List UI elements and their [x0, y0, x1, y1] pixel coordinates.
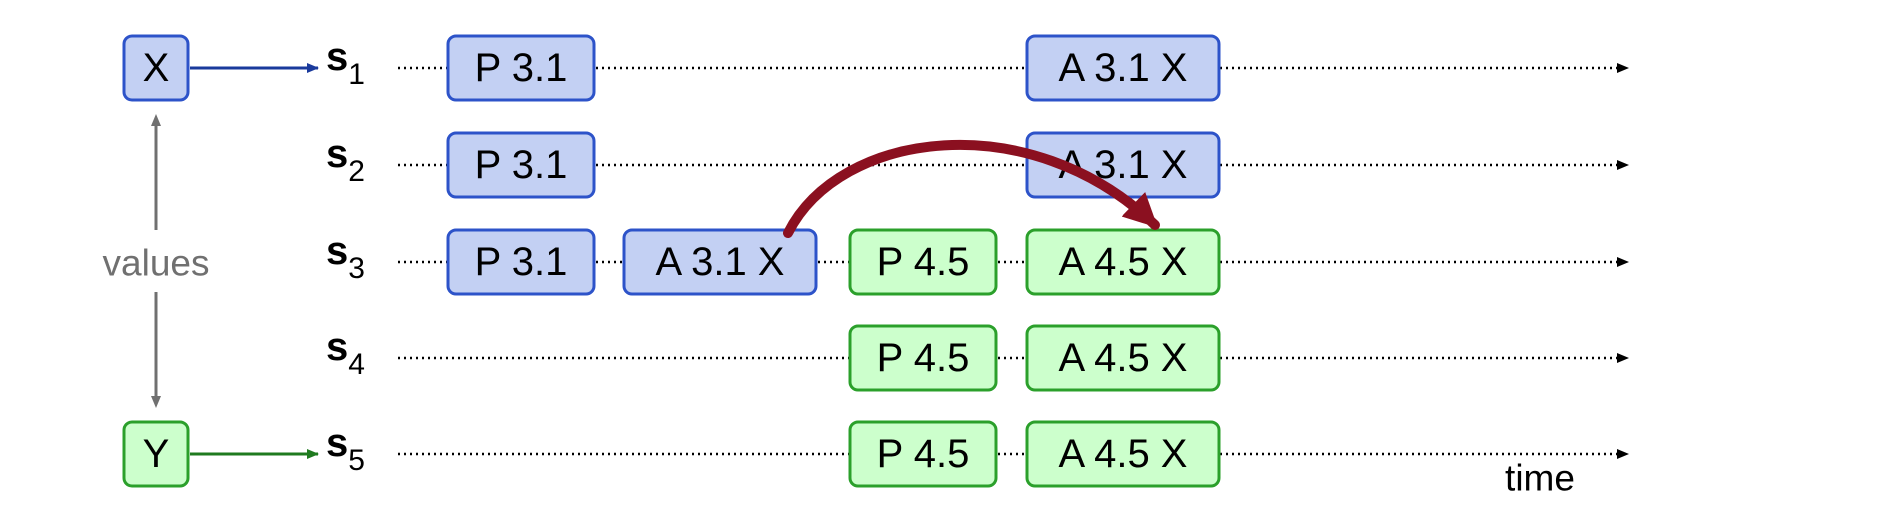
values-label: values: [103, 243, 210, 284]
value-adoption-curve-arrow: [783, 139, 1160, 238]
message-box-label: A 4.5 X: [1059, 336, 1188, 380]
message-box-rect: [446, 34, 596, 102]
message-box-label: P 3.1: [475, 240, 568, 284]
message-box: A 4.5 X: [1025, 420, 1221, 488]
server-label-s5: s5: [326, 421, 365, 477]
value-box-x-label: X: [143, 46, 170, 90]
server-timelines: [398, 63, 1629, 459]
message-boxes: P 3.1 A 3.1 X P 3.1 A 3.1 X P 3.1 A 3.1 X P 4.…: [446, 34, 1221, 488]
message-box-rect: [848, 324, 998, 392]
message-box-label: P 4.5: [877, 240, 970, 284]
message-box-rect: [446, 228, 596, 296]
time-label: time: [1505, 458, 1575, 499]
value-box-y: Y: [122, 420, 190, 488]
server-label-s2: s2: [326, 132, 365, 188]
message-box-label: P 3.1: [475, 143, 568, 187]
message-box-rect: [1025, 324, 1221, 392]
message-box: P 4.5: [848, 324, 998, 392]
value-box-y-label: Y: [143, 432, 170, 476]
message-box: P 4.5: [848, 228, 998, 296]
message-box: A 3.1 X: [1025, 34, 1221, 102]
server-label-s4: s4: [326, 325, 365, 381]
server-labels: s1 s2 s3 s4 s5: [326, 35, 365, 477]
message-box-label: A 3.1 X: [1059, 143, 1188, 187]
message-box-label: A 3.1 X: [656, 240, 785, 284]
message-box-rect: [1025, 420, 1221, 488]
message-box: P 3.1: [446, 34, 596, 102]
message-box-label: P 3.1: [475, 46, 568, 90]
message-box: P 4.5: [848, 420, 998, 488]
message-box-label: A 4.5 X: [1059, 432, 1188, 476]
message-box: P 3.1: [446, 131, 596, 199]
value-box-x: X: [122, 34, 190, 102]
server-label-s1: s1: [326, 35, 365, 91]
server-label-s3: s3: [326, 229, 365, 285]
message-box-rect: [848, 420, 998, 488]
message-box-rect: [446, 131, 596, 199]
message-box: P 3.1: [446, 228, 596, 296]
message-box-rect: [848, 228, 998, 296]
message-box-label: A 4.5 X: [1059, 240, 1188, 284]
message-box: A 4.5 X: [1025, 228, 1221, 296]
message-box: A 3.1 X: [622, 228, 818, 296]
message-box-rect: [1025, 228, 1221, 296]
message-box-label: P 4.5: [877, 432, 970, 476]
message-box-rect: [1025, 34, 1221, 102]
message-box: A 4.5 X: [1025, 324, 1221, 392]
message-box-label: P 4.5: [877, 336, 970, 380]
message-box-rect: [622, 228, 818, 296]
message-box-label: A 3.1 X: [1059, 46, 1188, 90]
